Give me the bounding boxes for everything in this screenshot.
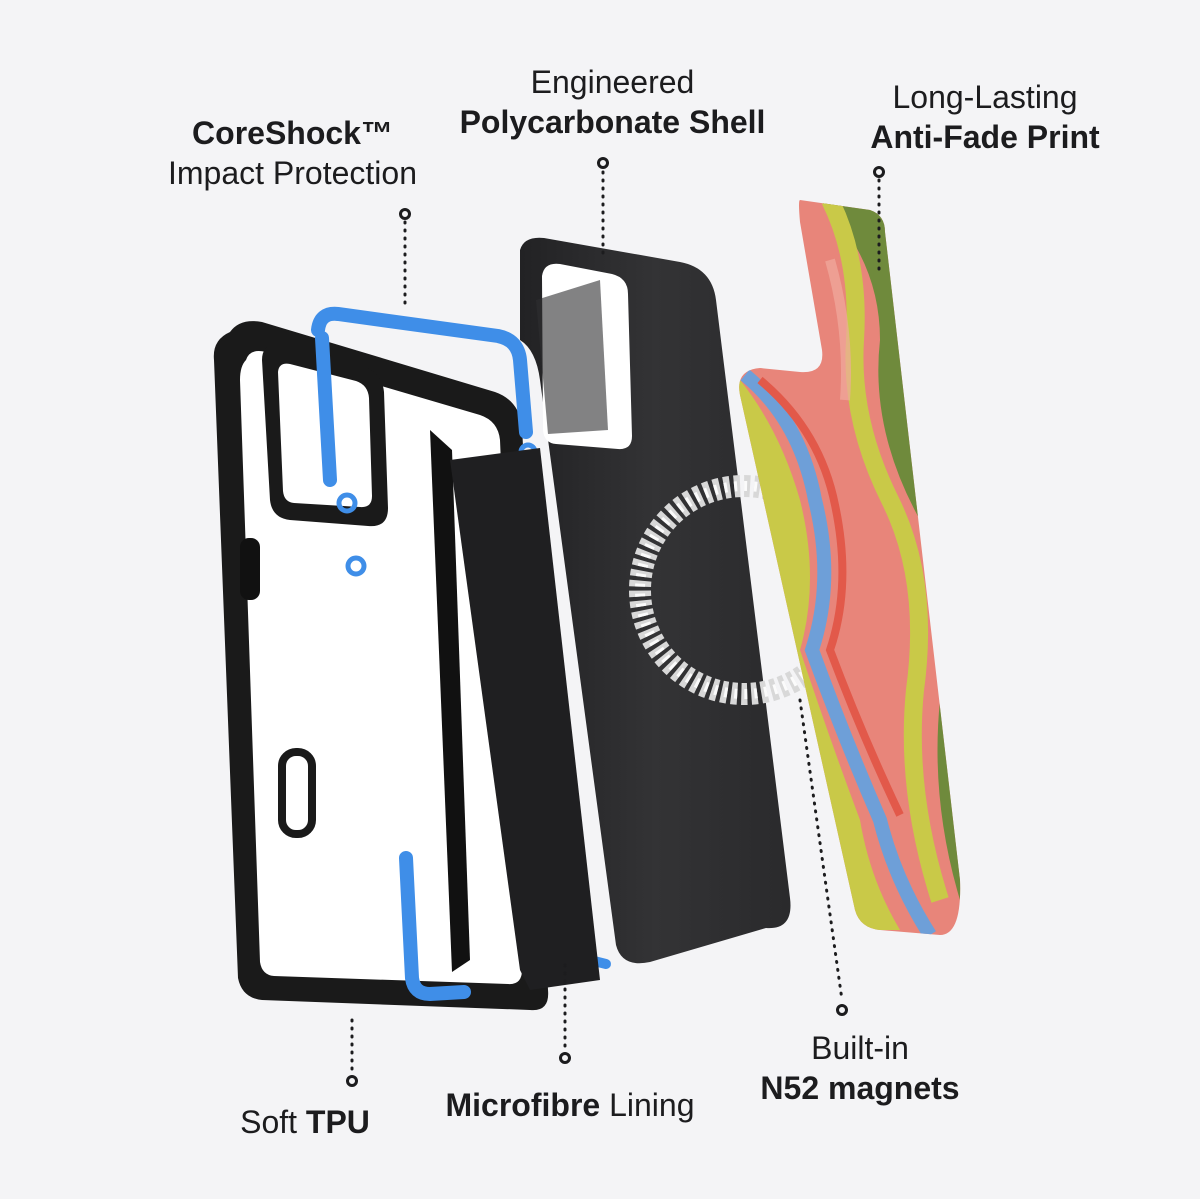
coreshock-label-text: Impact Protection <box>168 155 417 191</box>
coreshock-label: CoreShock™ Impact Protection <box>150 113 435 193</box>
print-label-bold: Anti-Fade Print <box>870 119 1100 155</box>
coreshock-label-bold: CoreShock™ <box>192 115 393 151</box>
lining-label: Microfibre Lining <box>430 1085 710 1125</box>
tpu-label-bold: TPU <box>305 1104 370 1140</box>
leader-lines <box>350 170 881 1074</box>
shell-label-text: Engineered <box>530 64 695 100</box>
lining-label-bold: Microfibre <box>445 1087 601 1123</box>
shell-label: Engineered Polycarbonate Shell <box>445 62 780 142</box>
print-label-text: Long-Lasting <box>892 79 1078 115</box>
magnets-label-bold: N52 magnets <box>760 1070 960 1106</box>
tpu-label-text: Soft <box>240 1104 298 1140</box>
shell-label-bold: Polycarbonate Shell <box>459 104 766 140</box>
magnets-label: Built-in N52 magnets <box>745 1028 975 1108</box>
leader-dots <box>346 157 885 1087</box>
microfibre-lining <box>450 448 600 990</box>
lining-label-text: Lining <box>609 1087 695 1123</box>
print-label: Long-Lasting Anti-Fade Print <box>855 77 1115 157</box>
magnets-label-text: Built-in <box>811 1030 909 1066</box>
tpu-label: Soft TPU <box>225 1102 385 1142</box>
